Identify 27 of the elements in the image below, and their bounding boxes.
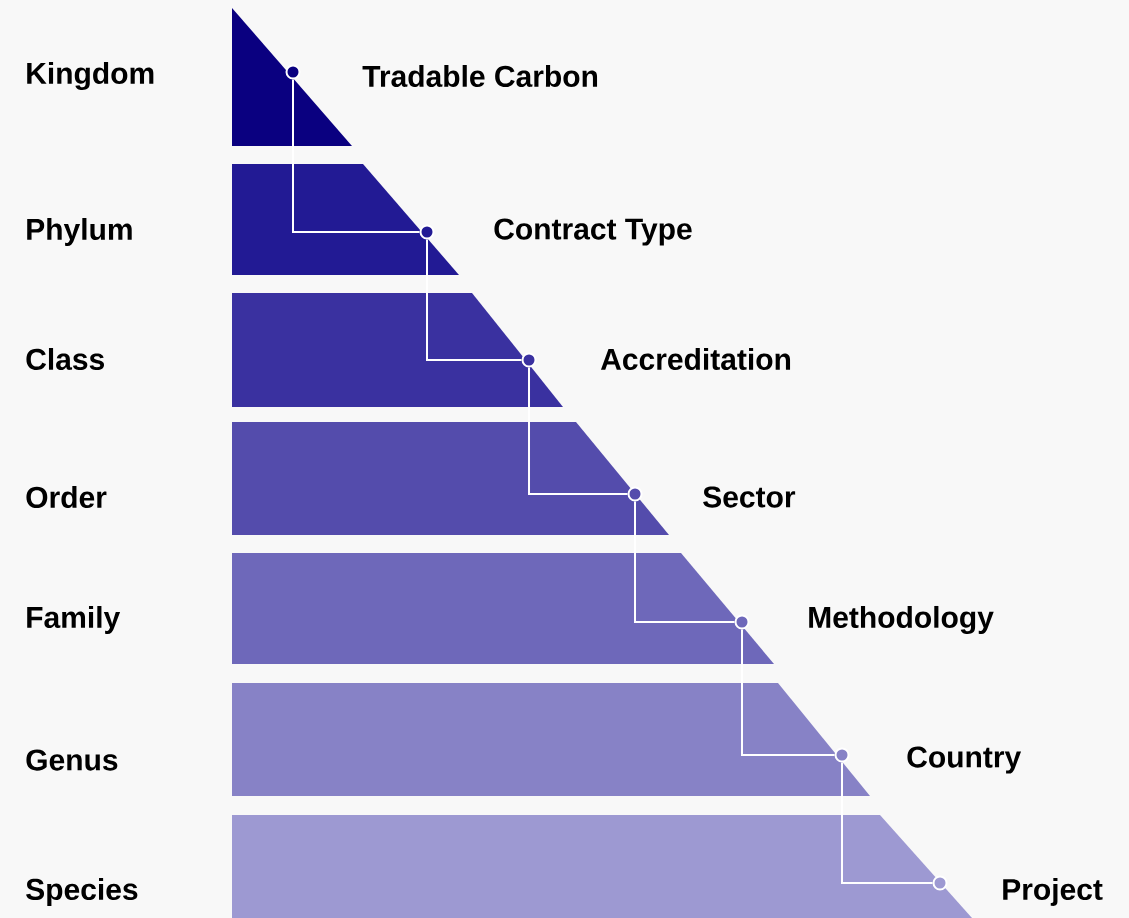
side-label: Country [907,746,1022,774]
node-label: Class [26,347,105,371]
side-label: Accreditation [600,348,791,371]
connector-line [292,78,421,233]
connector-line [634,500,736,623]
pyramid-band: Species [26,815,972,918]
pyramid-band: Genus [26,683,870,796]
node-label: Genus [26,749,118,771]
side-label: Tradable Carbon [362,65,598,87]
pyramid-band: Kingdom [27,8,352,146]
side-label: Sector [703,486,796,508]
node-label: Species [26,878,138,906]
connector-line [528,366,629,495]
pyramid-band: Family [27,553,774,664]
connector-line [426,238,523,361]
pyramid-band: Order [26,422,669,535]
connector-line [741,628,836,756]
side-label: Project [1003,878,1103,906]
node-label: Phylum [27,218,132,246]
node-label: Order [26,485,107,509]
connector-line [841,761,934,884]
pyramid-band: Phylum [27,164,459,275]
side-label: Methodology [809,605,994,635]
node-label: Kingdom [27,61,154,91]
side-label: Contract Type [494,218,692,246]
node-label: Family [27,606,121,634]
pyramid-band: Class [26,293,563,407]
